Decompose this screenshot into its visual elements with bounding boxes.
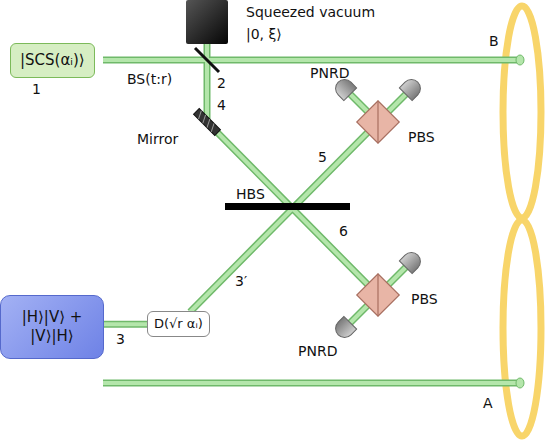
half-beam-splitter [225, 203, 350, 210]
part-label: 2 [217, 76, 226, 91]
part-label: 6 [339, 224, 348, 239]
bell-state-source: |H⟩|V⟩ + |V⟩|H⟩ [0, 295, 104, 359]
part-label: PNRD [310, 66, 349, 81]
beam-line [104, 321, 147, 328]
beam [103, 44, 520, 383]
part-label: B [489, 34, 499, 49]
part-label: 1 [32, 82, 41, 97]
photon-detector [399, 76, 424, 101]
part-label: PNRD [298, 344, 337, 359]
part-label: BS(t:r) [127, 72, 172, 87]
beam-connector [104, 324, 147, 325]
part-label: A [483, 396, 493, 411]
photon-detector [399, 249, 424, 274]
part-label: 5 [318, 150, 327, 165]
pbs-cube [357, 101, 399, 143]
source-label: |0, ξ⟩ [246, 26, 282, 42]
beam-line [104, 322, 147, 326]
beam-outline [103, 44, 520, 383]
squeezed-vacuum-source: Squeezed vacuum|0, ξ⟩ [186, 0, 228, 44]
pbs-cube [357, 274, 399, 316]
entanglement-loop [503, 6, 541, 436]
part-label: HBS [236, 187, 265, 202]
source-label: Squeezed vacuum [246, 4, 375, 20]
displacement-box: D(√r αᵢ) [147, 311, 210, 337]
part-label: PBS [408, 130, 435, 145]
node-text: |SCS(αᵢ)⟩ [20, 51, 85, 70]
node-text: |H⟩|V⟩ + |V⟩|H⟩ [11, 308, 93, 346]
coherent-state-source: |SCS(αᵢ)⟩ [10, 43, 95, 78]
mirror [194, 109, 221, 136]
node-text: D(√r αᵢ) [154, 316, 203, 332]
part-label: Mirror [137, 132, 178, 147]
beam-splitter [195, 48, 219, 72]
part-label: PBS [411, 292, 438, 307]
beam-end [516, 55, 524, 65]
photon-detector [332, 316, 357, 341]
part-label: 3′ [235, 274, 247, 289]
beam-end [516, 378, 524, 388]
part-label: 3 [116, 332, 125, 347]
part-label: 4 [217, 98, 226, 113]
